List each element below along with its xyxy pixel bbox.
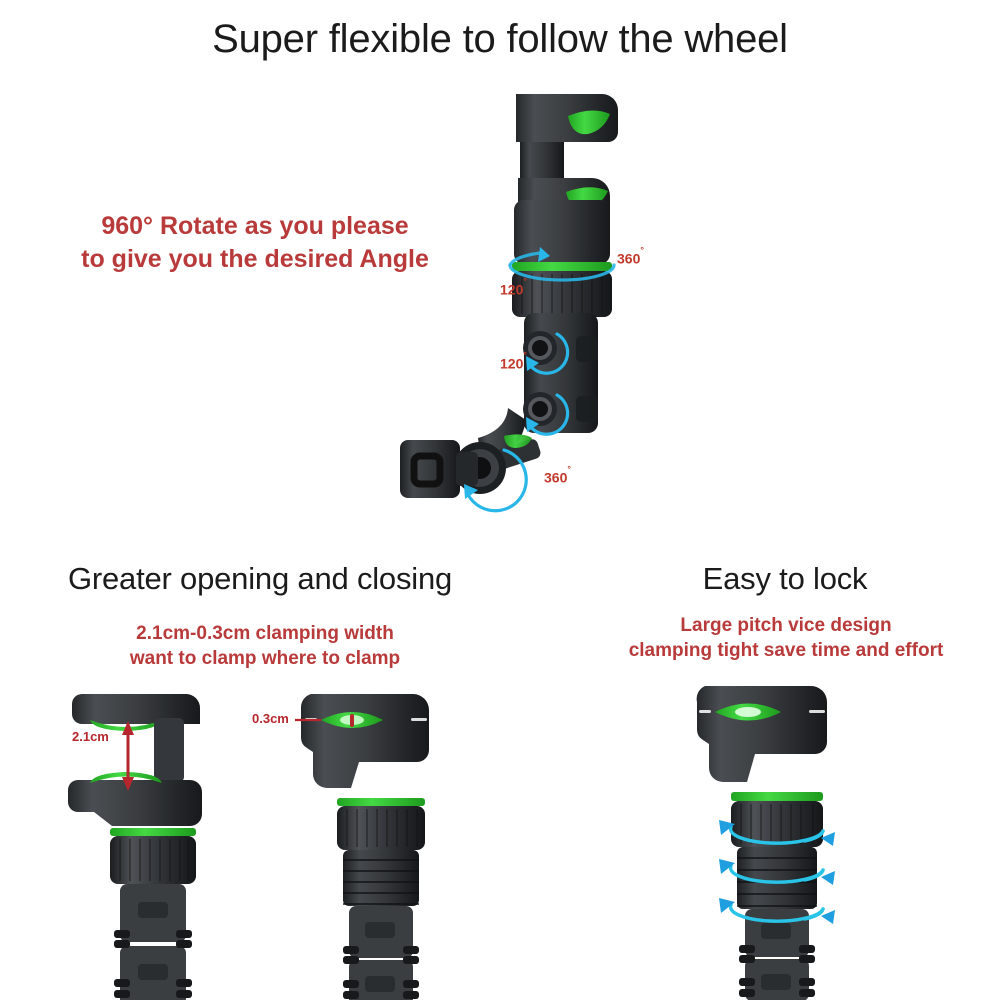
- rotate-caption-line1: 960° Rotate as you please: [101, 212, 409, 240]
- segmented-arm: [739, 909, 815, 1000]
- measurement-label-closed: 0.3cm: [252, 711, 289, 726]
- segmented-arm: [343, 906, 419, 1000]
- rotate-caption-line2: to give you the desired Angle: [81, 244, 429, 273]
- product-image-clamp-closed: [295, 688, 475, 1000]
- green-ring: [337, 798, 425, 806]
- clamp-head-group: [514, 94, 618, 264]
- knurled-collar: [337, 806, 425, 850]
- lock-caption-line1: Large pitch vice design: [680, 615, 892, 636]
- elbow-base-group: [400, 408, 541, 498]
- section-title-greater-opening: Greater opening and closing: [67, 561, 453, 596]
- rotate-caption: 960° Rotate as you please to give you th…: [50, 210, 460, 275]
- threaded-section: [737, 847, 817, 909]
- articulating-arm-group: [523, 313, 598, 433]
- section-title-easy-to-lock: Easy to lock: [702, 561, 868, 596]
- clamp-caption: 2.1cm-0.3cm clamping width want to clamp…: [45, 622, 485, 671]
- angle-label-lower-120: 120°: [500, 350, 527, 372]
- knurled-collar: [731, 801, 823, 847]
- clamp-closed-head: [300, 694, 429, 788]
- lock-head: [696, 686, 827, 782]
- knurled-collar: [110, 836, 196, 884]
- green-ring-upper: [512, 262, 612, 271]
- clamp-caption-line1: 2.1cm-0.3cm clamping width: [136, 623, 394, 644]
- product-image-clamp-open: [68, 688, 250, 1000]
- lock-caption: Large pitch vice design clamping tight s…: [590, 614, 982, 663]
- angle-label-top-360: 360°: [617, 245, 644, 267]
- segmented-arm: [114, 884, 192, 1000]
- angle-label-upper-120: 120°: [500, 276, 527, 298]
- product-image-articulating-mount: [400, 80, 660, 500]
- angle-label-base-360: 360°: [544, 464, 571, 486]
- threaded-section: [343, 850, 419, 906]
- lock-caption-line2: clamping tight save time and effort: [628, 639, 944, 661]
- measurement-label-open: 2.1cm: [72, 729, 109, 744]
- green-ring: [731, 792, 823, 801]
- clamp-caption-line2: want to clamp where to clamp: [129, 647, 401, 669]
- clamp-open-head: [68, 694, 202, 826]
- page-title: Super flexible to follow the wheel: [212, 17, 788, 61]
- knurled-collar-upper: [512, 271, 612, 317]
- product-image-lock-vice: [693, 680, 883, 1000]
- green-ring: [110, 828, 196, 836]
